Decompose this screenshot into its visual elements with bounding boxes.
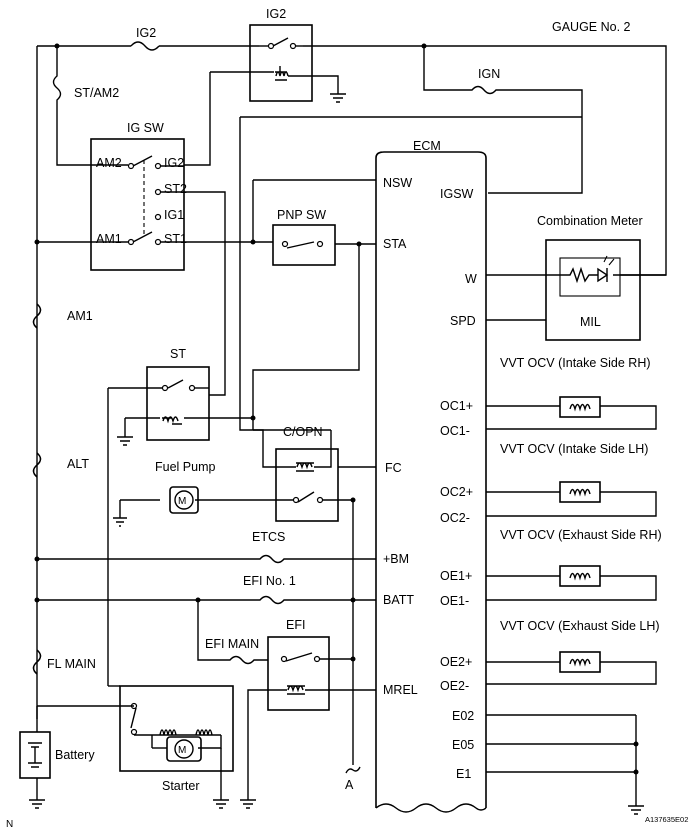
main-power-bus xyxy=(36,43,667,719)
gauge-fuse-label: GAUGE No. 2 xyxy=(552,20,631,34)
ig2-relay-label: IG2 xyxy=(266,7,286,21)
am1-terminal-label: AM1 xyxy=(96,232,122,246)
ig2-fuse-label: IG2 xyxy=(136,26,156,40)
vvt-ocv-intake-rh xyxy=(486,396,657,430)
vvt-ocv-exhaust-rh-label: VVT OCV (Exhaust Side RH) xyxy=(500,528,662,542)
sta-terminal-label: STA xyxy=(383,237,407,251)
alt-fuse-label: ALT xyxy=(67,457,89,471)
fuel-pump: M xyxy=(113,486,199,527)
st-am2-fuse-label: ST/AM2 xyxy=(74,86,119,100)
battery-label: Battery xyxy=(55,748,95,762)
e1-terminal-label: E1 xyxy=(456,767,471,781)
etcs-fuse-label: ETCS xyxy=(252,530,285,544)
ig-power-wire xyxy=(239,116,582,431)
e02-terminal-label: E02 xyxy=(452,709,474,723)
ig2-relay xyxy=(184,24,346,166)
vvt-ocv-intake-rh-label: VVT OCV (Intake Side RH) xyxy=(500,356,651,370)
combination-meter xyxy=(545,239,666,341)
ig-sw-label: IG SW xyxy=(127,121,164,135)
ecm-ground xyxy=(486,714,644,815)
c-opn-label: C/OPN xyxy=(283,425,323,439)
am1-fuse xyxy=(32,303,42,329)
etcs-fuse xyxy=(34,554,376,564)
oc2-minus-label: OC2- xyxy=(440,511,470,525)
oe2-plus-label: OE2+ xyxy=(440,655,472,669)
battery xyxy=(19,706,51,809)
svg-text:M: M xyxy=(178,496,186,507)
st-relay-label: ST xyxy=(170,347,186,361)
st2-wire xyxy=(184,191,226,396)
oe2-minus-label: OE2- xyxy=(440,679,469,693)
spd-terminal-label: SPD xyxy=(450,314,476,328)
ig2-terminal-label: IG2 xyxy=(164,156,184,170)
bm-terminal-label: +BM xyxy=(383,552,409,566)
st-am2-fuse xyxy=(52,46,128,166)
vvt-ocv-exhaust-lh xyxy=(486,651,657,685)
vvt-ocv-exhaust-lh-label: VVT OCV (Exhaust Side LH) xyxy=(500,619,660,633)
c-opn-relay xyxy=(120,429,376,765)
pnp-sw xyxy=(252,224,376,430)
efi-no1-fuse-label: EFI No. 1 xyxy=(243,574,296,588)
am2-terminal-label: AM2 xyxy=(96,156,122,170)
ecm-label: ECM xyxy=(413,139,441,153)
pnp-sw-label: PNP SW xyxy=(277,208,326,222)
efi-main-fuse xyxy=(197,600,268,665)
fl-main-fuse xyxy=(32,649,42,675)
starter-label: Starter xyxy=(162,779,200,793)
mil-label: MIL xyxy=(580,315,601,329)
vvt-ocv-intake-lh-label: VVT OCV (Intake Side LH) xyxy=(500,442,648,456)
ig-sw xyxy=(34,138,185,271)
igsw-terminal-label: IGSW xyxy=(440,187,474,201)
efi-relay-label: EFI xyxy=(286,618,305,632)
figure-code-label: A137635E02 xyxy=(645,815,688,824)
alt-fuse xyxy=(32,452,42,478)
oc2-plus-label: OC2+ xyxy=(440,485,473,499)
ig1-terminal-label: IG1 xyxy=(164,208,184,222)
connector-a xyxy=(345,766,361,774)
st-relay xyxy=(107,366,256,686)
combination-meter-label: Combination Meter xyxy=(537,214,643,228)
efi-relay xyxy=(240,636,376,809)
ecm xyxy=(375,151,487,813)
svg-text:M: M xyxy=(178,745,186,756)
w-terminal-label: W xyxy=(465,272,477,286)
ign-fuse xyxy=(423,46,583,194)
batt-terminal-label: BATT xyxy=(383,593,414,607)
ign-fuse-label: IGN xyxy=(478,67,500,81)
am1-fuse-label: AM1 xyxy=(67,309,93,323)
vvt-ocv-intake-lh xyxy=(486,481,657,517)
fc-terminal-label: FC xyxy=(385,461,402,475)
oc1-minus-label: OC1- xyxy=(440,424,470,438)
fl-main-fuse-label: FL MAIN xyxy=(47,657,96,671)
oe1-minus-label: OE1- xyxy=(440,594,469,608)
mrel-terminal-label: MREL xyxy=(383,683,418,697)
nsw-terminal-label: NSW xyxy=(383,176,412,190)
e05-terminal-label: E05 xyxy=(452,738,474,752)
oc1-plus-label: OC1+ xyxy=(440,399,473,413)
efi-no1-fuse xyxy=(34,595,376,605)
efi-main-fuse-label: EFI MAIN xyxy=(205,637,259,651)
vvt-ocv-exhaust-rh xyxy=(486,565,657,601)
fuel-pump-label: Fuel Pump xyxy=(155,460,215,474)
starter: M xyxy=(37,685,234,809)
oe1-plus-label: OE1+ xyxy=(440,569,472,583)
ig2-fuse xyxy=(130,41,160,51)
connector-a-label: A xyxy=(345,778,354,792)
n-label: N xyxy=(6,819,13,830)
